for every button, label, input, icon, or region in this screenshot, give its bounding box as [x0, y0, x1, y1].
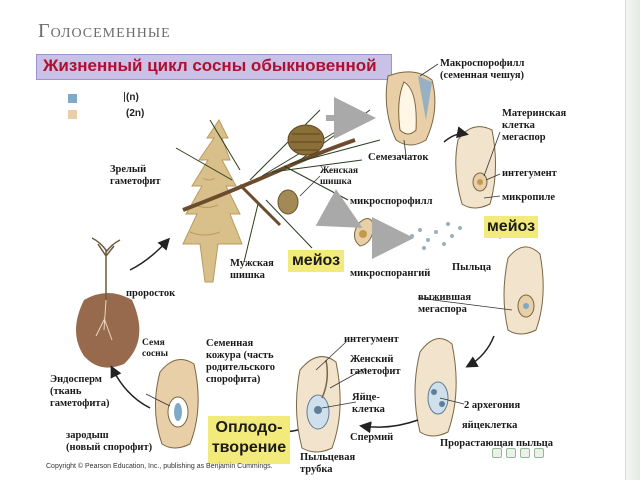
male-cone-illustration: [354, 218, 462, 250]
pine-branch-illustration: [175, 109, 381, 263]
surviving-megaspore-illustration: [503, 246, 544, 335]
label-two-archegonia: 2 архегония: [464, 400, 521, 411]
highlight-meiosis-right: мейоз: [484, 216, 538, 238]
label-sperm: Спермий: [350, 432, 394, 443]
legend-divider: [124, 92, 125, 102]
label-pollen: Пыльца: [452, 262, 492, 273]
nav-back-icon[interactable]: [492, 448, 502, 458]
label-female-gametophyte: Женский гаметофит: [350, 354, 401, 377]
label-seed: Семя сосны: [142, 338, 169, 359]
process-arrows: [315, 97, 414, 259]
leader-lines: [145, 63, 513, 409]
label-male-cone: Мужская шишка: [230, 258, 274, 281]
label-micropyle: микропиле: [502, 192, 555, 203]
nav-forward-icon[interactable]: [534, 448, 544, 458]
slide-title: Голосеменные: [38, 20, 171, 42]
label-pollen-tube: Пыльцевая трубка: [300, 452, 356, 475]
nav-menu-icon[interactable]: [520, 448, 530, 458]
label-egg-cell: Яйце- клетка: [352, 392, 385, 415]
diagram-banner: Жизненный цикл сосны обыкновенной: [36, 54, 392, 80]
cycle-arrows: [110, 126, 506, 436]
pine-seed-illustration: [154, 359, 199, 449]
nav-page-icon[interactable]: [506, 448, 516, 458]
slide-decoration: [625, 0, 640, 480]
seedling-illustration: [76, 237, 140, 368]
label-microsporophyll: микроспорофилл: [350, 196, 433, 207]
label-ovule: Семезачаток: [368, 152, 429, 163]
label-microsporangium: микроспорангий: [350, 268, 431, 279]
ovule-mother-cell-illustration: [455, 126, 497, 209]
highlight-meiosis-left: мейоз: [288, 250, 344, 272]
label-embryo: зародыш (новый спорофит): [66, 430, 153, 453]
label-endosperm: Эндосперм (ткань гаметофита): [50, 374, 110, 409]
label-seedling: проросток: [126, 288, 176, 299]
legend-label-haploid: (n): [126, 92, 139, 103]
label-germinating-pollen: Прорастающая пыльца: [440, 438, 553, 449]
legend-swatch-haploid: [68, 94, 77, 103]
label-macrosporophyll: Макроспорофилл (семенная чешуя): [440, 58, 525, 81]
highlight-fertilization: Оплодо- творение: [208, 416, 290, 464]
label-mature-gametophyte: Зрелый гаметофит: [110, 164, 161, 187]
label-megaspore-mother-cell: Материнская клетка мегаспор: [502, 108, 567, 143]
fertilization-ovule-illustration: [295, 356, 341, 453]
legend-swatch-diploid: [68, 110, 77, 119]
banner-title: Жизненный цикл сосны обыкновенной: [43, 56, 377, 75]
label-egg-cell-2: яйцеклетка: [462, 420, 518, 431]
label-integument-top: интегумент: [502, 168, 557, 179]
archegonia-illustration: [414, 338, 457, 437]
legend-label-diploid: (2n): [126, 108, 145, 119]
label-female-cone: Женская шишка: [320, 166, 359, 187]
seed-scale-illustration: [385, 71, 436, 146]
slideshow-nav: [492, 446, 584, 460]
label-integument-bottom: интегумент: [344, 334, 399, 345]
copyright-notice: Copyright © Pearson Education, Inc., pub…: [46, 463, 273, 470]
label-surviving-megaspore: выжившая мегаспора: [418, 292, 471, 315]
label-seed-coat: Семенная кожура (часть родительского спо…: [206, 338, 275, 385]
